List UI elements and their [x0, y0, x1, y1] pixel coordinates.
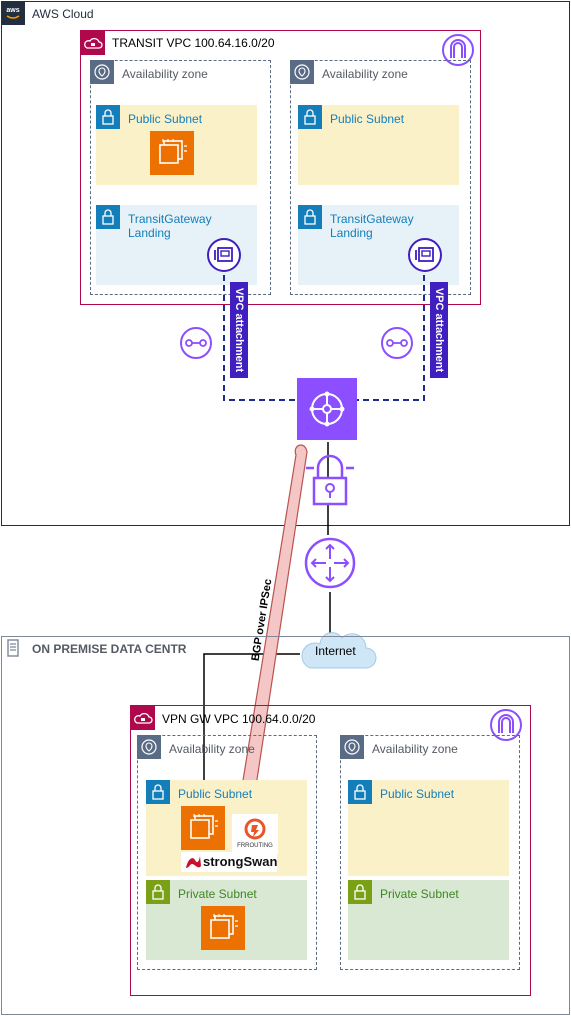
vpc-router-badge-icon	[489, 708, 523, 742]
public-subnet-lock-icon	[146, 780, 170, 804]
transit-gateway-icon	[297, 378, 357, 440]
vpc-cloud-icon	[131, 706, 155, 730]
frrouting-logo-text: FRROUTING	[237, 843, 273, 849]
public-subnet-lock-icon	[96, 105, 120, 129]
left-attachment-label: VPC attachment	[233, 287, 245, 373]
ec2-instance-icon	[201, 906, 245, 950]
ec2-vpn-gateway-icon	[181, 806, 225, 850]
transit-right-public-subnet-label: Public Subnet	[330, 112, 405, 126]
transit-right-public-subnet	[298, 105, 459, 185]
transit-az-right-label: Availability zone	[322, 67, 408, 81]
strongswan-logo-icon: strongSwan	[181, 852, 277, 872]
aws-cloud-icon: aws	[1, 1, 25, 25]
right-attachment-label: VPC attachment	[433, 287, 445, 373]
private-subnet-lock-icon	[348, 880, 372, 904]
vpn-right-private-subnet-label: Private Subnet	[380, 887, 459, 901]
vpn-right-private-subnet	[348, 880, 509, 960]
transit-left-tgw-subnet-label-1: TransitGateway	[128, 212, 212, 226]
vpn-right-public-subnet-label: Public Subnet	[380, 787, 455, 801]
vpc-router-badge-icon	[441, 33, 475, 67]
frrouting-logo-icon: FRROUTING	[232, 814, 278, 854]
public-subnet-lock-icon	[348, 780, 372, 804]
transit-left-public-subnet-label: Public Subnet	[128, 112, 203, 126]
tgw-subnet-lock-icon	[96, 205, 120, 229]
transit-az-left	[90, 60, 271, 295]
network-interface-icon	[407, 237, 443, 273]
left-attachment-label-box	[230, 282, 248, 378]
internet-label: Internet	[315, 644, 356, 658]
aws-cloud-label: AWS Cloud	[32, 7, 94, 21]
ec2-instance-icon	[150, 131, 194, 175]
vpn-connection-lock-icon	[304, 450, 356, 512]
right-attachment-label-box	[430, 282, 448, 378]
right-attachment-line	[356, 275, 425, 401]
transit-vpc-label: TRANSIT VPC 100.64.16.0/20	[112, 36, 275, 50]
vpn-left-public-subnet-label: Public Subnet	[178, 787, 253, 801]
network-interface-icon	[206, 237, 242, 273]
attachment-endpoint-icon	[380, 326, 414, 360]
availability-zone-icon	[290, 60, 314, 84]
availability-zone-icon	[137, 735, 161, 759]
svg-text:aws: aws	[6, 7, 19, 14]
transit-az-right	[290, 60, 471, 295]
onprem-label: ON PREMISE DATA CENTR	[32, 642, 187, 656]
vpn-vpc-group	[130, 705, 531, 996]
strongswan-logo-text: strongSwan	[203, 854, 278, 869]
public-subnet-lock-icon	[298, 105, 322, 129]
vpn-az-right	[340, 735, 520, 970]
transit-left-tgw-subnet-label-2: Landing	[128, 226, 171, 240]
vpn-az-left	[137, 735, 317, 970]
transit-right-tgw-subnet-label-1: TransitGateway	[330, 212, 414, 226]
left-attachment-line	[223, 275, 297, 401]
internet-cloud-icon	[296, 628, 378, 674]
tgw-subnet-lock-icon	[298, 205, 322, 229]
onprem-group	[1, 636, 570, 1015]
datacenter-icon	[1, 636, 25, 660]
vpn-right-public-subnet	[348, 780, 509, 876]
vpn-az-right-label: Availability zone	[372, 742, 458, 756]
vpn-az-left-label: Availability zone	[169, 742, 255, 756]
vpn-vpc-label: VPN GW VPC 100.64.0.0/20	[162, 712, 316, 726]
vpc-cloud-icon	[81, 31, 105, 55]
private-subnet-lock-icon	[146, 880, 170, 904]
transit-right-tgw-subnet-label-2: Landing	[330, 226, 373, 240]
transit-vpc-group	[80, 30, 481, 305]
transit-az-left-label: Availability zone	[122, 67, 208, 81]
availability-zone-icon	[90, 60, 114, 84]
vpn-left-private-subnet-label: Private Subnet	[178, 887, 257, 901]
availability-zone-icon	[340, 735, 364, 759]
router-icon	[303, 536, 357, 590]
attachment-endpoint-icon	[179, 326, 213, 360]
